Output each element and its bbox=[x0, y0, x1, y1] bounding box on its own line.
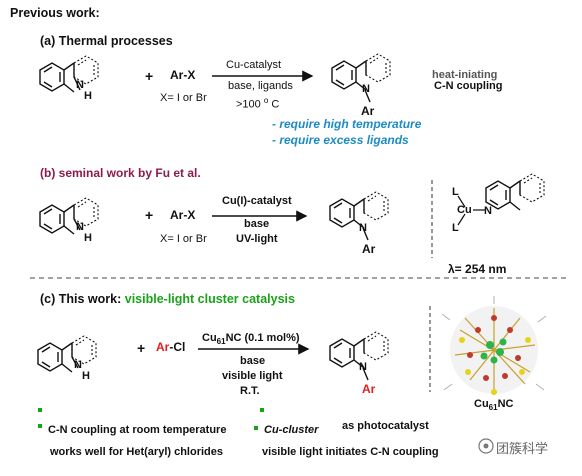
reagent-note-b: X= I or Br bbox=[160, 233, 207, 245]
carbazole-reactant-a bbox=[39, 55, 99, 93]
catalyst-b: Cu(I)-catalyst bbox=[222, 195, 292, 207]
reagent-a: Ar-X bbox=[170, 68, 196, 82]
atom-n-reactant-a: N bbox=[76, 79, 84, 91]
product-ar-b: Ar bbox=[362, 242, 376, 256]
plus-sign-a: + bbox=[145, 68, 154, 84]
reagent-b: Ar-X bbox=[170, 208, 196, 222]
catalyst-c: Cu61NC (0.1 mol%) bbox=[202, 332, 300, 346]
section-c-title-prefix: (c) This work: bbox=[40, 292, 122, 306]
watermark-text: 团簇科学 bbox=[496, 442, 549, 457]
reagent-c: Ar-Cl bbox=[156, 340, 185, 354]
carbazole-product-b bbox=[329, 191, 389, 241]
drawback-a-1: - require high temperature bbox=[272, 117, 422, 131]
conditions-a-unit: C bbox=[271, 98, 280, 111]
catalyst-a: Cu-catalyst bbox=[226, 59, 282, 71]
atom-n-product-c: N bbox=[359, 361, 367, 373]
atom-h-reactant-c: H bbox=[82, 370, 90, 382]
cluster-label-suffix: NC bbox=[497, 398, 514, 410]
carbazole-reactant-b bbox=[39, 197, 99, 235]
carbazole-reactant-c bbox=[37, 335, 97, 373]
conditions-a-temperature: >100 bbox=[236, 98, 261, 111]
conditions-b-1: base bbox=[244, 218, 270, 230]
complex-metal: Cu bbox=[457, 204, 472, 216]
bullet-text-4: visible light initiates C-N coupling bbox=[262, 446, 439, 458]
bullet-marker-4 bbox=[254, 426, 258, 430]
atom-n-reactant-b: N bbox=[76, 221, 84, 233]
conditions-a-degree: o bbox=[263, 96, 269, 105]
wavelength-label: λ= 254 nm bbox=[448, 262, 507, 276]
carbazole-product-a bbox=[331, 53, 391, 103]
plus-sign-b: + bbox=[145, 207, 154, 223]
complex-ligand-top: L bbox=[452, 186, 459, 198]
conditions-c-2: visible light bbox=[222, 370, 283, 382]
side-text-a-1: heat-iniating bbox=[432, 69, 498, 81]
reagent-c-ar: Ar bbox=[156, 340, 170, 354]
conditions-c-1: base bbox=[240, 355, 266, 367]
section-c-title-highlight: visible-light cluster catalysis bbox=[124, 292, 295, 306]
side-text-a-2: C-N coupling bbox=[434, 80, 503, 92]
bullet-text-3-tail: as photocatalyst bbox=[342, 420, 429, 432]
reagent-c-cl: -Cl bbox=[169, 340, 186, 354]
atom-n-product-b: N bbox=[359, 222, 367, 234]
product-ar-c: Ar bbox=[362, 382, 376, 396]
conditions-b-2: UV-light bbox=[236, 233, 278, 245]
section-a-title: (a) Thermal processes bbox=[40, 34, 173, 48]
cluster-label-sub: 61 bbox=[488, 403, 498, 413]
cu61-cluster-image bbox=[441, 296, 547, 395]
section-b-title: (b) seminal work by Fu et al. bbox=[40, 166, 201, 180]
catalyst-c-prefix: Cu bbox=[202, 332, 217, 344]
bullet-marker-3 bbox=[260, 408, 264, 412]
bullet-text-2: works well for Het(aryl) chlorides bbox=[50, 446, 223, 458]
atom-n-product-a: N bbox=[362, 83, 370, 95]
reagent-note-a: X= I or Br bbox=[160, 92, 207, 104]
drawback-a-2: - require excess ligands bbox=[272, 133, 409, 147]
bullet-text-1: C-N coupling at room temperature bbox=[48, 424, 227, 436]
conditions-c-3: R.T. bbox=[240, 385, 260, 397]
bullet-marker-2 bbox=[38, 424, 42, 428]
cluster-label: Cu61NC bbox=[474, 398, 513, 412]
complex-ligand-bottom: L bbox=[452, 222, 459, 234]
watermark-icon bbox=[478, 438, 494, 454]
catalyst-c-suffix: NC (0.1 mol%) bbox=[225, 332, 300, 344]
cu-carbazole-complex bbox=[457, 173, 545, 226]
product-ar-a: Ar bbox=[361, 104, 375, 118]
catalyst-c-sub: 61 bbox=[216, 337, 226, 347]
carbazole-product-c bbox=[329, 331, 389, 381]
atom-n-complex: N bbox=[484, 205, 492, 217]
previous-work-heading: Previous work: bbox=[10, 6, 100, 20]
bullet-text-3: Cu-cluster bbox=[264, 424, 319, 436]
atom-h-reactant-a: H bbox=[84, 90, 92, 102]
bullet-marker-1 bbox=[38, 408, 42, 412]
conditions-a-2: >100 o C bbox=[236, 96, 279, 111]
section-c-title: (c) This work: visible-light cluster cat… bbox=[40, 292, 295, 306]
plus-sign-c: + bbox=[137, 340, 146, 356]
cluster-label-prefix: Cu bbox=[474, 398, 489, 410]
atom-n-reactant-c: N bbox=[74, 359, 82, 371]
atom-h-reactant-b: H bbox=[84, 232, 92, 244]
conditions-a-1: base, ligands bbox=[228, 80, 293, 92]
